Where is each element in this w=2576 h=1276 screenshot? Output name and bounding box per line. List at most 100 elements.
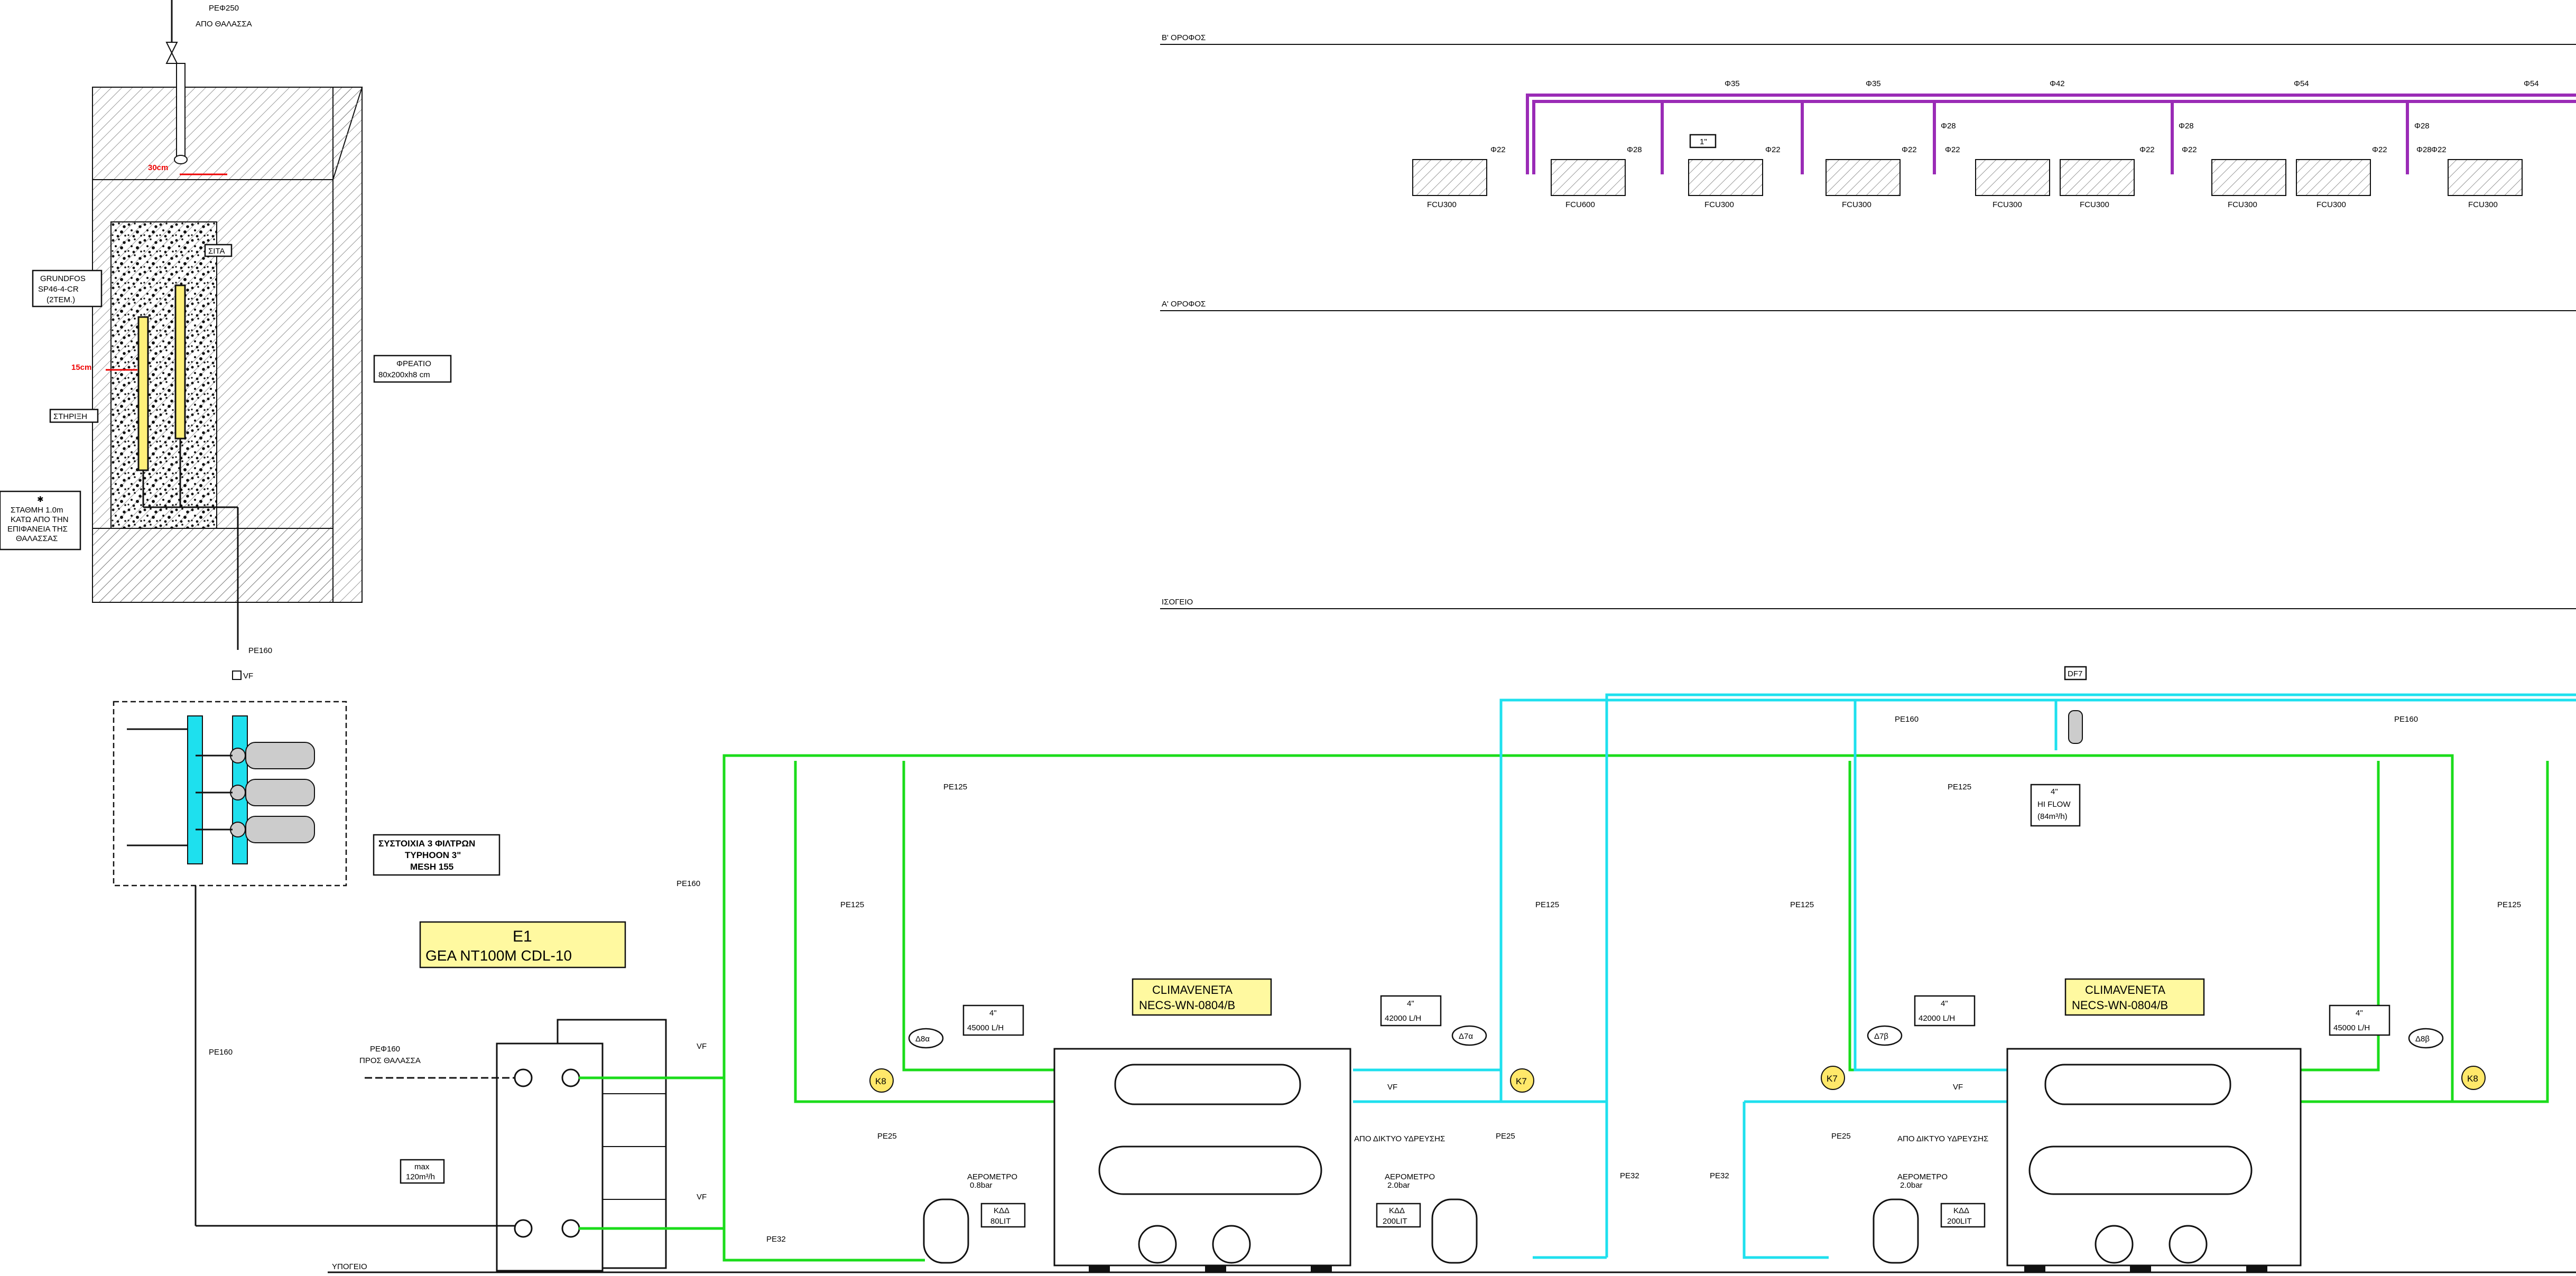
fcu-label: FCU300 [1427, 200, 1457, 209]
chiller-right-model: NECS-WN-0804/B [2072, 999, 2168, 1012]
fcu-label: FCU300 [2228, 200, 2257, 209]
pe25-center: PE25 [1496, 1132, 1515, 1141]
well-structure [92, 0, 363, 650]
fcu-unit [2296, 159, 2371, 196]
branch-size: Φ28 [2416, 145, 2432, 154]
inlet-from-label: ΑΠΟ ΘΑΛΑΣΣΑ [196, 20, 252, 29]
chiller-right-tank-1: ΚΔΔ [1953, 1206, 1969, 1215]
fcu-label: FCU300 [1993, 200, 2022, 209]
chiller-left-tank-1: ΚΔΔ [994, 1206, 1009, 1215]
pe32-left: PE32 [766, 1235, 786, 1244]
main-size: Φ35 [1866, 79, 1881, 88]
main-size: Φ42 [2050, 79, 2065, 88]
chiller-right-flow-out: 45000 L/H [2333, 1023, 2370, 1032]
chiller-left-gauge-2: 0.8bar [970, 1181, 993, 1190]
valve-tag-box [1689, 134, 1717, 148]
level-label-4: ΘΑΛΑΣΣΑΣ [16, 534, 58, 543]
chiller-left-tank2-2: 200LIT [1383, 1217, 1407, 1226]
pump-label-1: GRUNDFOS [40, 274, 86, 283]
chiller-right-flow-in-box [1914, 995, 1976, 1027]
plate-exchanger [496, 1019, 667, 1272]
chiller-left-flow-in-size: 4" [989, 1009, 997, 1018]
chiller-right-supply-from: ΑΠΟ ΔΙΚΤΥΟ ΥΔΡΕΥΣΗΣ [1897, 1134, 1988, 1143]
chiller-left-gauge2-1: ΑΕΡΟΜΕΤΡΟ [1385, 1172, 1435, 1181]
branch-size: Φ28 [2414, 122, 2430, 131]
tank-center-box [1376, 1203, 1421, 1228]
fcu-unit [2211, 159, 2286, 196]
hiflow-box [2030, 784, 2081, 827]
fcu-group [1412, 159, 2523, 196]
fcu-label: FCU300 [1842, 200, 1871, 209]
fcu-unit [2060, 159, 2135, 196]
filter-pipe-above: PE160 [248, 646, 272, 655]
branch-size: Φ28 [1627, 145, 1642, 154]
branch-size: Φ22 [2182, 145, 2197, 154]
hiflow-tag-box [2064, 666, 2087, 681]
filters-label-1: ΣΥΣΤΟΙΧΙΑ 3 ΦΙΛΤΡΩΝ [378, 839, 475, 849]
level-label-1: ΣΤΑΘΜΗ 1.0m [11, 506, 63, 515]
hiflow-tag: DF7 [2068, 669, 2082, 678]
tank-right-box [1940, 1203, 1986, 1228]
pe125-top-right: PE125 [1948, 783, 1971, 791]
chiller-left-brand: CLIMAVENETA [1152, 983, 1233, 996]
level-label-3: ΕΠΙΦΑΝΕΙΑ ΤΗΣ [7, 525, 68, 534]
pe160-top-1: PE160 [1895, 715, 1919, 724]
chiller-right-tank-2: 200LIT [1947, 1217, 1972, 1226]
main-size: Φ54 [2524, 79, 2539, 88]
exchanger-vf-top: VF [697, 1042, 707, 1051]
sand-label: ΣΙΤΑ [208, 247, 225, 256]
filters-label-2: TYPHOON 3" [405, 850, 461, 860]
fcu-unit [2448, 159, 2523, 196]
branch-size: Φ22 [1490, 145, 1506, 154]
pe125-top-left: PE125 [943, 783, 967, 791]
chiller-left-pump-in: K8 [875, 1076, 886, 1086]
pe125-mid-left: PE125 [840, 900, 864, 909]
exchanger-model: GEA NT100M CDL-10 [425, 947, 572, 964]
purple-risers [1526, 94, 2576, 174]
level-star: ✱ [37, 495, 44, 504]
filters-label-box [373, 834, 501, 876]
fcu-label: FCU300 [1704, 200, 1734, 209]
pump-label-2: SP46-4-CR [38, 285, 79, 294]
dim-top: 30cm [148, 163, 168, 172]
fcu-unit [1826, 159, 1901, 196]
floor-label-basement: ΥΠΟΓΕΙΟ [332, 1262, 367, 1271]
chiller-right-flow-out-box [2329, 1004, 2390, 1036]
chiller-left-vf: VF [1387, 1083, 1397, 1092]
pump-label-3: (2TEM.) [47, 295, 75, 304]
dim-mid: 15cm [71, 363, 91, 372]
branch-size: Φ22 [1765, 145, 1781, 154]
max-flow-box [400, 1159, 445, 1184]
chiller-right-flow-in: 42000 L/H [1919, 1014, 1955, 1023]
pe160-left: PE160 [677, 879, 700, 888]
expansion-tank-right [1873, 1198, 1919, 1264]
fcu-labels: FCU300 FCU600 FCU300 FCU300 FCU300 FCU30… [1427, 200, 2498, 209]
chiller-right-dp-out: Δ8β [2415, 1035, 2430, 1044]
branch-size: Φ22 [2372, 145, 2387, 154]
main-sizes: Φ35 Φ35 Φ42 Φ54 Φ54 [1725, 79, 2539, 88]
level-label-2: ΚΑΤΩ ΑΠΟ ΤΗΝ [11, 515, 69, 524]
branch-size: Φ22 [2431, 145, 2447, 154]
floor-label-ground: ΙΣΟΓΕΙΟ [1162, 598, 1193, 607]
filter-vf: VF [243, 672, 253, 681]
fcu-unit [1551, 159, 1626, 196]
chiller-left-flow-out: 42000 L/H [1385, 1014, 1421, 1023]
max-flow-2: 120m³/h [406, 1172, 435, 1181]
support-label: ΣΤΗΡΙΞΗ [53, 412, 87, 421]
floor-label-second: Β' ΟΡΟΦΟΣ [1162, 33, 1206, 42]
expansion-tank-center [1431, 1198, 1478, 1264]
branch-size: Φ22 [1945, 145, 1960, 154]
pe25-right: PE25 [1831, 1132, 1851, 1141]
main-size: Φ35 [1725, 79, 1740, 88]
exchanger-label-box [419, 921, 626, 968]
chiller-right-unit [2006, 1048, 2302, 1273]
chiller-left-tank-2: 80LIT [990, 1217, 1011, 1226]
hiflow-line2: (84m³/h) [2037, 812, 2068, 821]
exchanger-vf-bottom: VF [697, 1193, 707, 1202]
pe125-mid-center: PE125 [1535, 900, 1559, 909]
branch-size: Φ22 [2139, 145, 2155, 154]
chiller-right-pump-in: K7 [1827, 1074, 1838, 1084]
branch-size: Φ22 [1902, 145, 1917, 154]
floor-label-first: Α' ΟΡΟΦΟΣ [1162, 300, 1206, 309]
hiflow-valve [2068, 710, 2083, 744]
